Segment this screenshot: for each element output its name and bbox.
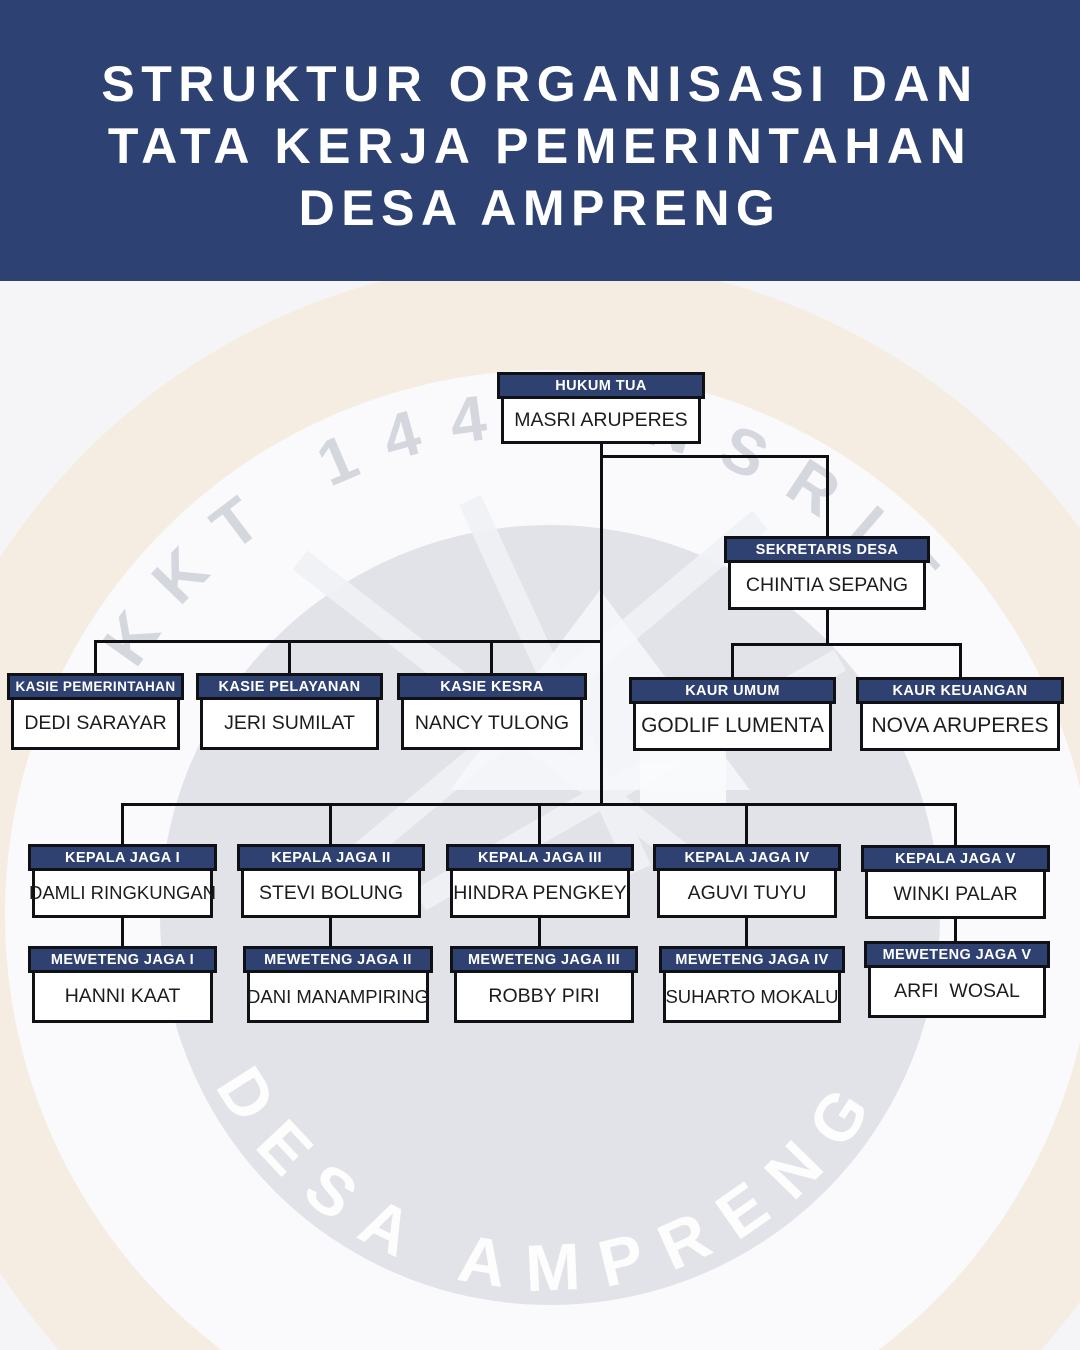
- connector-kepala-jaga-2-drop: [329, 803, 332, 846]
- org-node-kepala-jaga-5: KEPALA JAGA V WINKI PALAR: [861, 845, 1050, 919]
- connector-meweteng-jaga-4-drop: [745, 916, 748, 948]
- title-banner: STRUKTUR ORGANISASI DAN TATA KERJA PEMER…: [0, 0, 1080, 281]
- person-name: CHINTIA SEPANG: [728, 563, 926, 610]
- connector-kasie-pemerintahan-drop: [94, 640, 97, 675]
- role-header: KASIE PELAYANAN: [196, 673, 383, 700]
- person-name: STEVI BOLUNG: [241, 871, 421, 918]
- org-node-kaur-umum: KAUR UMUM GODLIF LUMENTA: [629, 677, 836, 751]
- connector-spine-hukum-tua: [600, 444, 603, 806]
- connector-kasie-pelayanan-drop: [288, 640, 291, 675]
- seal-outer-ring: [0, 259, 1080, 1350]
- person-name: ARFI WOSAL: [868, 968, 1046, 1018]
- connector-kepala-jaga-4-drop: [745, 803, 748, 846]
- org-node-hukum-tua: HUKUM TUA MASRI ARUPERES: [497, 372, 705, 444]
- org-node-kaur-keuangan: KAUR KEUANGAN NOVA ARUPERES: [856, 677, 1064, 751]
- person-name: AGUVI TUYU: [657, 871, 837, 918]
- person-name: MASRI ARUPERES: [501, 399, 701, 444]
- role-header: KEPALA JAGA V: [861, 845, 1050, 872]
- connector-meweteng-jaga-1-drop: [121, 916, 124, 948]
- connector-kasie-kesra-drop: [490, 640, 493, 675]
- role-header: MEWETENG JAGA II: [243, 946, 433, 973]
- connector-kaur-keuangan-drop: [959, 643, 962, 679]
- connector-kaur-h: [731, 643, 962, 646]
- role-header: MEWETENG JAGA IV: [659, 946, 845, 973]
- connector-sekretaris-branch-v: [826, 455, 829, 538]
- org-node-meweteng-jaga-4: MEWETENG JAGA IV SUHARTO MOKALU: [659, 946, 845, 1023]
- connector-sekretaris-to-kaur-v: [826, 609, 829, 646]
- role-header: SEKRETARIS DESA: [724, 536, 930, 563]
- role-header: KEPALA JAGA IV: [653, 844, 841, 871]
- org-node-meweteng-jaga-3: MEWETENG JAGA III ROBBY PIRI: [450, 946, 638, 1023]
- org-node-meweteng-jaga-1: MEWETENG JAGA I HANNI KAAT: [28, 946, 217, 1023]
- connector-sekretaris-branch-h: [601, 455, 829, 458]
- connector-meweteng-jaga-3-drop: [538, 916, 541, 948]
- title-line-3: DESA AMPRENG: [298, 179, 782, 236]
- title-line-1: STRUKTUR ORGANISASI DAN: [101, 55, 979, 112]
- org-node-kepala-jaga-4: KEPALA JAGA IV AGUVI TUYU: [653, 844, 841, 918]
- role-header: KEPALA JAGA II: [237, 844, 425, 871]
- org-node-sekretaris-desa: SEKRETARIS DESA CHINTIA SEPANG: [724, 536, 930, 610]
- person-name: SUHARTO MOKALU: [663, 973, 841, 1023]
- connector-kepala-jaga-3-drop: [538, 803, 541, 846]
- person-name: NOVA ARUPERES: [860, 704, 1060, 751]
- connector-kepala-jaga-5-drop: [954, 803, 957, 847]
- person-name: DANI MANAMPIRING: [247, 973, 429, 1023]
- role-header: KASIE KESRA: [397, 673, 587, 700]
- connector-meweteng-jaga-5-drop: [954, 916, 957, 943]
- person-name: NANCY TULONG: [401, 700, 583, 750]
- role-header: KAUR UMUM: [629, 677, 836, 704]
- person-name: HINDRA PENGKEY: [450, 871, 630, 918]
- person-name: WINKI PALAR: [865, 872, 1046, 919]
- org-node-kasie-kesra: KASIE KESRA NANCY TULONG: [397, 673, 587, 750]
- org-node-kasie-pelayanan: KASIE PELAYANAN JERI SUMILAT: [196, 673, 383, 750]
- person-name: DEDI SARAYAR: [11, 700, 180, 750]
- role-header: MEWETENG JAGA I: [28, 946, 217, 973]
- role-header: MEWETENG JAGA V: [864, 941, 1050, 968]
- role-header: KEPALA JAGA III: [446, 844, 634, 871]
- person-name: ROBBY PIRI: [454, 973, 634, 1023]
- person-name: JERI SUMILAT: [200, 700, 379, 750]
- org-node-meweteng-jaga-2: MEWETENG JAGA II DANI MANAMPIRING: [243, 946, 433, 1023]
- role-header: KAUR KEUANGAN: [856, 677, 1064, 704]
- role-header: MEWETENG JAGA III: [450, 946, 638, 973]
- org-node-kepala-jaga-2: KEPALA JAGA II STEVI BOLUNG: [237, 844, 425, 918]
- person-name: HANNI KAAT: [32, 973, 213, 1023]
- role-header: HUKUM TUA: [497, 372, 705, 399]
- connector-kepala-jaga-1-drop: [121, 803, 124, 846]
- connector-kaur-umum-drop: [731, 643, 734, 679]
- person-name: DAMLI RINGKUNGAN: [29, 871, 216, 918]
- person-name: GODLIF LUMENTA: [633, 704, 832, 751]
- connector-meweteng-jaga-2-drop: [329, 916, 332, 948]
- title-line-2: TATA KERJA PEMERINTAHAN: [107, 117, 973, 174]
- connector-kasie-h: [94, 640, 603, 643]
- role-header: KEPALA JAGA I: [28, 844, 217, 871]
- org-node-kepala-jaga-1: KEPALA JAGA I DAMLI RINGKUNGAN: [28, 844, 217, 918]
- org-node-meweteng-jaga-5: MEWETENG JAGA V ARFI WOSAL: [864, 941, 1050, 1018]
- org-node-kasie-pemerintahan: KASIE PEMERINTAHAN DEDI SARAYAR: [7, 673, 184, 750]
- org-node-kepala-jaga-3: KEPALA JAGA III HINDRA PENGKEY: [446, 844, 634, 918]
- role-header: KASIE PEMERINTAHAN: [7, 673, 184, 700]
